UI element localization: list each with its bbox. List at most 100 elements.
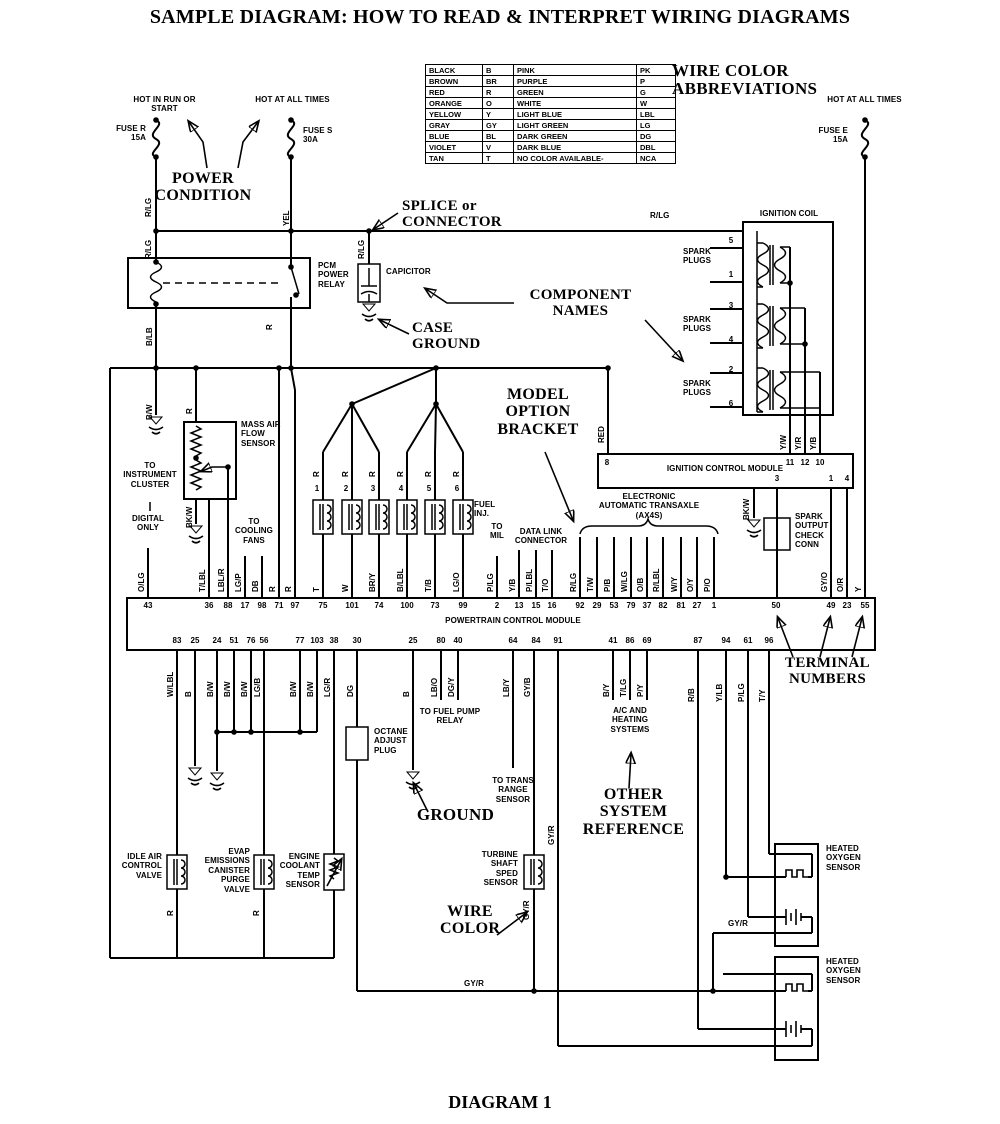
pcm-top-terminal-7: 75 (318, 601, 328, 610)
top-wire-label-26: GY/O (820, 571, 829, 592)
wire-color-abbr-heading: WIRE COLOR ABBREVIATIONS (672, 61, 818, 99)
pcm-bottom-terminal-17: 86 (625, 636, 635, 645)
abbr-cell: ORANGE (425, 97, 483, 109)
pcm-top-terminal-29: 55 (860, 601, 870, 610)
top-wire-label-1: T/LBL (198, 569, 207, 592)
pcm-bottom-terminal-10: 25 (408, 636, 418, 645)
label-to-trans-range-sensor: TO TRANS RANGE SENSOR (492, 776, 534, 804)
abbr-cell: BLUE (425, 130, 483, 142)
abbr-cell: NO COLOR AVAILABLE- (513, 152, 637, 164)
top-wire-label-8: W (341, 584, 350, 592)
bottom-wire-label-3: B/W (223, 681, 232, 697)
pcm-top-terminal-18: 29 (592, 601, 602, 610)
label-ac-heating: A/C AND HEATING SYSTEMS (610, 706, 650, 734)
misc-wire-label-13: R (252, 910, 261, 916)
turbine-shaft-speed-sensor (523, 650, 545, 991)
heated-oxygen-sensor-1 (712, 650, 819, 991)
bottom-wire-label-4: B/W (240, 681, 249, 697)
top-wire-label-23: W/Y (670, 576, 679, 592)
coil-output-wire-1: Y/R (794, 436, 803, 450)
icm-terminal-2: 12 (800, 458, 810, 467)
top-wire-label-13: P/LG (486, 573, 495, 592)
top-wire-label-18: T/W (586, 577, 595, 592)
abbr-cell: PURPLE (513, 75, 637, 87)
pcm-top-terminal-10: 100 (400, 601, 414, 610)
spark-plug-number-0: 5 (728, 236, 734, 245)
label-spark-plugs-2: SPARK PLUGS (682, 315, 712, 334)
icm-terminal-5: 1 (828, 474, 834, 483)
callout-component-names: COMPONENT NAMES (529, 287, 632, 320)
pcm-top-terminal-8: 101 (345, 601, 359, 610)
label-digital-only: DIGITAL ONLY (131, 514, 165, 533)
pcm-top-terminal-4: 98 (257, 601, 267, 610)
label-idle-air-control-valve: IDLE AIR CONTROL VALVE (121, 852, 162, 880)
pcm-top-terminal-14: 13 (514, 601, 524, 610)
bottom-wire-label-5: LG/B (253, 677, 262, 697)
pcm-top-terminal-11: 73 (430, 601, 440, 610)
pcm-top-terminal-5: 71 (274, 601, 284, 610)
bottom-wire-label-6: B/W (289, 681, 298, 697)
misc-wire-label-2: YEL (282, 210, 291, 226)
pcm-bottom-terminal-9: 30 (352, 636, 362, 645)
bottom-wire-label-8: LG/R (323, 677, 332, 697)
pcm-power-relay (127, 257, 311, 415)
abbr-cell: LIGHT BLUE (513, 108, 637, 120)
octane-adjust-plug (345, 650, 369, 991)
spark-plug-number-4: 2 (728, 365, 734, 374)
bottom-wire-label-0: W/LBL (166, 671, 175, 697)
label-fuse-s: FUSE S 30A (303, 126, 333, 145)
top-wire-label-4: DB (251, 580, 260, 592)
pcm-bottom-terminal-12: 40 (453, 636, 463, 645)
pcm-bottom-terminal-8: 38 (329, 636, 339, 645)
misc-wire-label-1: R/LG (144, 239, 153, 259)
pcm-bottom-terminal-3: 51 (229, 636, 239, 645)
bottom-wire-label-18: P/Y (636, 684, 645, 697)
top-wire-label-10: B/LBL (396, 568, 405, 592)
bottom-wire-label-9: DG (346, 685, 355, 697)
abbr-cell: P (636, 75, 676, 87)
capacitor (357, 231, 381, 322)
bottom-wire-label-15: GY/R (547, 825, 556, 845)
top-wire-label-14: Y/B (508, 578, 517, 592)
pcm-bottom-terminal-1: 25 (190, 636, 200, 645)
misc-wire-label-9: BK/W (185, 506, 194, 528)
ignition-control-module (597, 453, 854, 598)
pcm-bottom-terminal-20: 94 (721, 636, 731, 645)
label-fuse-r: FUSE R 15A (116, 124, 146, 143)
label-evap-purge-valve: EVAP EMISSIONS CANISTER PURGE VALVE (204, 847, 250, 894)
misc-wire-label-6: R (265, 324, 274, 330)
abbr-cell: PK (636, 64, 676, 76)
abbr-cell: G (636, 86, 676, 98)
label-fuse-e: FUSE E 15A (818, 126, 848, 145)
abbr-cell: DARK GREEN (513, 130, 637, 142)
injector-number-0: 1 (314, 484, 320, 493)
label-data-link-connector: DATA LINK CONNECTOR (514, 527, 568, 546)
pcm-top-terminal-2: 88 (223, 601, 233, 610)
callout-splice-connector: SPLICE or CONNECTOR (402, 198, 502, 231)
label-pcm: POWERTRAIN CONTROL MODULE (445, 616, 581, 625)
spark-plug-number-3: 4 (728, 335, 734, 344)
top-wire-label-2: LBL/R (217, 568, 226, 592)
injector-wire-r-4: R (424, 471, 433, 477)
injector-number-2: 3 (370, 484, 376, 493)
pcm-top-terminal-21: 37 (642, 601, 652, 610)
pcm-bottom-terminal-22: 96 (764, 636, 774, 645)
abbr-cell: LIGHT GREEN (513, 119, 637, 131)
top-wire-label-11: T/B (424, 579, 433, 592)
misc-wire-label-4: B/LB (145, 327, 154, 346)
top-wire-label-25: P/O (703, 578, 712, 592)
injector-wire-r-3: R (396, 471, 405, 477)
misc-wire-label-5: B/W (145, 404, 154, 420)
pcm-top-terminal-24: 27 (692, 601, 702, 610)
top-wire-label-24: O/Y (686, 578, 695, 592)
top-wire-label-6: R (284, 586, 293, 592)
top-wire-label-16: T/O (541, 578, 550, 592)
abbr-cell: GREEN (513, 86, 637, 98)
harness-boundary (109, 367, 608, 959)
pcm-top-terminal-16: 16 (547, 601, 557, 610)
coil-output-wire-2: Y/B (809, 436, 818, 450)
injector-number-3: 4 (398, 484, 404, 493)
top-wire-label-0: O/LG (137, 572, 146, 592)
label-spark-plugs-3: SPARK PLUGS (682, 379, 712, 398)
misc-wire-label-8: RED (597, 426, 606, 443)
